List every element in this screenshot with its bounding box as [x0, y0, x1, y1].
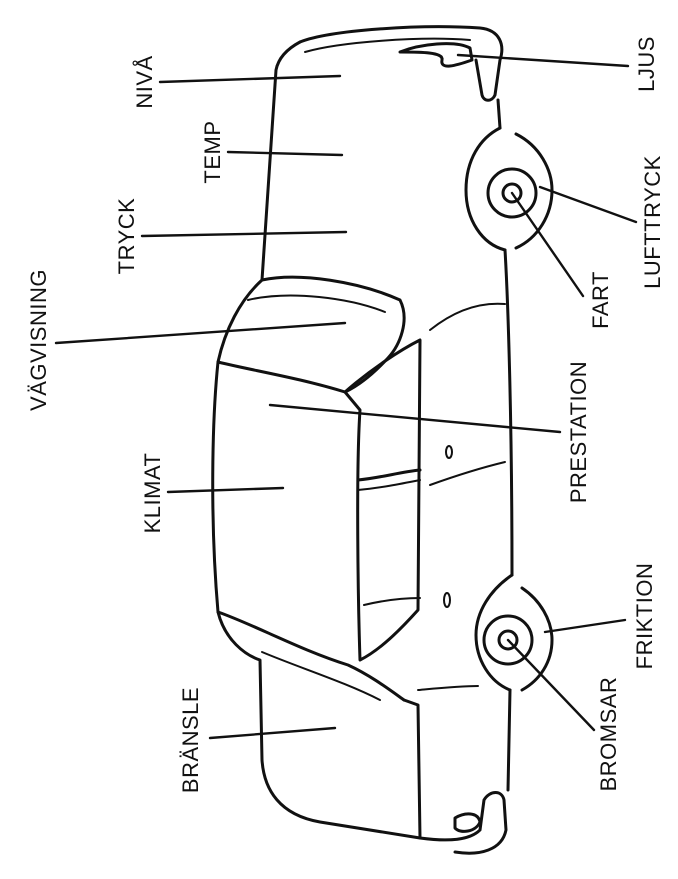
- door-split-line: [429, 461, 506, 486]
- labels: NIVÅ TEMP TRYCK VÄGVISNING KLIMAT BRÄNSL…: [26, 36, 665, 793]
- label-tryck: TRYCK: [114, 198, 139, 275]
- body-right-outline: [496, 98, 502, 130]
- rear-door-line: [402, 698, 422, 840]
- rear-wheel-hub: [497, 629, 519, 651]
- front-wheel-arch: [464, 126, 507, 252]
- leader-fart: [510, 191, 585, 298]
- front-door-line: [429, 302, 506, 331]
- leader-temp: [226, 150, 344, 157]
- rear-fender-arc: [520, 586, 554, 692]
- window-sill: [363, 597, 421, 606]
- b-pillar: [356, 468, 422, 482]
- leader-niva: [158, 74, 342, 84]
- label-temp: TEMP: [200, 120, 225, 183]
- label-prestation: PRESTATION: [566, 361, 591, 503]
- leader-friktion: [543, 618, 627, 634]
- leader-klimat: [166, 486, 285, 494]
- rear-wheel: [482, 614, 534, 666]
- label-bransle: BRÄNSLE: [178, 687, 203, 793]
- side-window-frame: [343, 338, 422, 662]
- front-door-handle: [445, 445, 453, 459]
- b-pillar-inner: [357, 479, 421, 491]
- body-right-rear: [506, 688, 512, 792]
- leader-tryck: [140, 230, 348, 238]
- rear-door-handle: [443, 592, 451, 608]
- label-bromsar: BROMSAR: [596, 677, 621, 792]
- windshield-inner: [247, 294, 386, 313]
- rear-wheel-arch: [474, 573, 514, 692]
- headlight: [398, 42, 474, 68]
- leader-ljus: [456, 53, 630, 68]
- front-fender-arc: [514, 132, 554, 250]
- leader-bromsar: [506, 638, 596, 732]
- front-wheel-hub: [501, 182, 523, 204]
- car-body: [211, 25, 554, 855]
- label-vagvisning: VÄGVISNING: [26, 269, 51, 411]
- taillight: [453, 812, 482, 833]
- front-bumper-inner: [304, 37, 471, 53]
- body-left-outline: [211, 40, 422, 840]
- rear-window-inner: [261, 651, 381, 701]
- rear-bumper: [418, 791, 508, 855]
- front-bumper: [298, 25, 504, 102]
- label-friktion: FRIKTION: [632, 563, 657, 670]
- leader-vagvisning: [54, 321, 347, 345]
- leader-bransle: [208, 726, 337, 740]
- body-right-side: [503, 248, 514, 577]
- label-lufttryck: LUFTTRYCK: [640, 155, 665, 289]
- label-klimat: KLIMAT: [140, 453, 165, 534]
- rear-quarter-line: [417, 685, 479, 691]
- leader-lines: [54, 53, 638, 740]
- label-niva: NIVÅ: [132, 55, 157, 108]
- rear-window: [216, 610, 406, 702]
- label-fart: FART: [588, 271, 613, 329]
- leader-prestation: [268, 403, 562, 434]
- leader-lufttryck: [538, 185, 638, 224]
- front-wheel: [486, 167, 538, 219]
- label-ljus: LJUS: [634, 36, 659, 92]
- windshield: [216, 275, 406, 394]
